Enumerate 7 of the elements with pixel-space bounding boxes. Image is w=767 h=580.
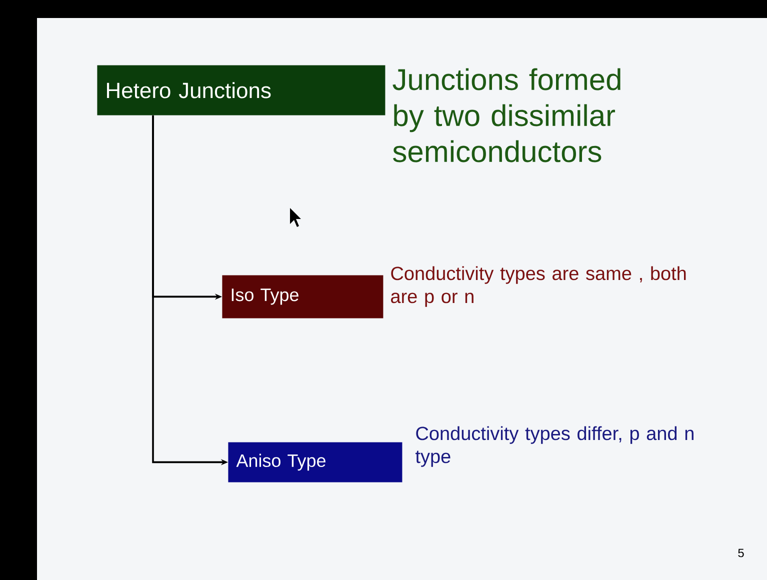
page-number: 5 [738,548,744,558]
description-text: Conductivity types are same , both are p or n [391,266,686,307]
category-box: Aniso Type [228,442,402,482]
category-box: Iso Type [222,275,384,318]
description-text: Junctions formed by two dissimilar semiconductors [392,68,620,162]
description-text: Conductivity types differ, p and n type [416,426,694,467]
category-box: Hetero Junctions [97,65,386,116]
